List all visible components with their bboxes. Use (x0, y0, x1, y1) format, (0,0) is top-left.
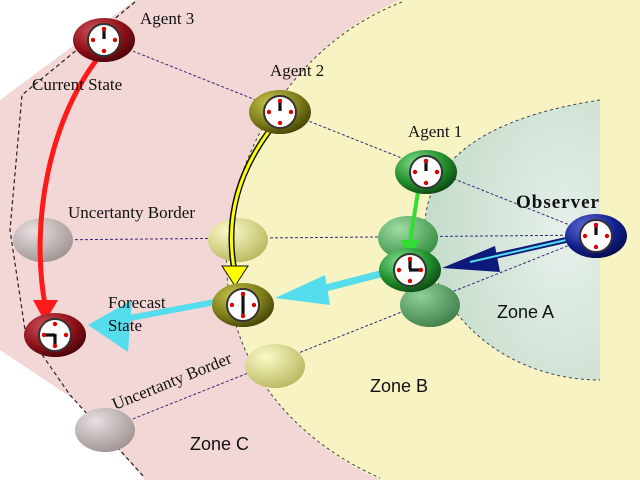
label-observer: Observer (516, 192, 600, 213)
clock-icon-agent1-forecast (379, 248, 441, 292)
arrow-cyan-left-head (88, 300, 132, 352)
label-zone-c: Zone C (190, 434, 249, 454)
label-zone-a: Zone A (497, 302, 554, 322)
arrow-cyan-mid-head (275, 275, 330, 305)
uncertainty-sphere-green-bottom (400, 283, 460, 327)
arrow-navy-head (442, 246, 500, 272)
label-agent2: Agent 2 (270, 61, 324, 80)
arrow-green-agent1 (408, 191, 420, 243)
label-forecast: Forecast (108, 293, 166, 312)
uncertainty-sphere-yellow-bottom (245, 344, 305, 388)
clock-icon-agent2 (249, 90, 311, 134)
clock-icon-agent3 (73, 18, 135, 62)
arrow-cyan-left (129, 299, 216, 321)
arrow-red-agent3 (37, 56, 100, 306)
arrow-cyan-mid (317, 268, 389, 294)
arrow-red-head (33, 300, 58, 322)
sight-lines (39, 39, 596, 431)
uncertainty-sphere-yellow-top (208, 218, 268, 262)
label-zone-b: Zone B (370, 376, 428, 396)
uncertainty-sphere-grey-bottom (75, 408, 135, 452)
zone-a-region (424, 100, 600, 380)
arrow-yellow-head (221, 265, 249, 287)
clock-icon-agent3-forecast (24, 313, 86, 357)
zone-c-boundary (9, 1, 146, 479)
clock-icon-observer (565, 214, 627, 258)
clock-icon-agent1 (395, 150, 457, 194)
label-forecast-state: State (108, 316, 142, 335)
uncertainty-sphere-grey-top (13, 218, 73, 262)
label-uncertainty-border-top: Uncertanty Border (68, 203, 195, 222)
uncertainty-sphere-green-top (378, 216, 438, 260)
label-current-state: Current State (32, 75, 122, 94)
label-agent3: Agent 3 (140, 9, 194, 28)
clock-icon-agent2-forecast (212, 283, 274, 327)
zone-a-boundary (424, 99, 601, 381)
label-agent1: Agent 1 (408, 122, 462, 141)
